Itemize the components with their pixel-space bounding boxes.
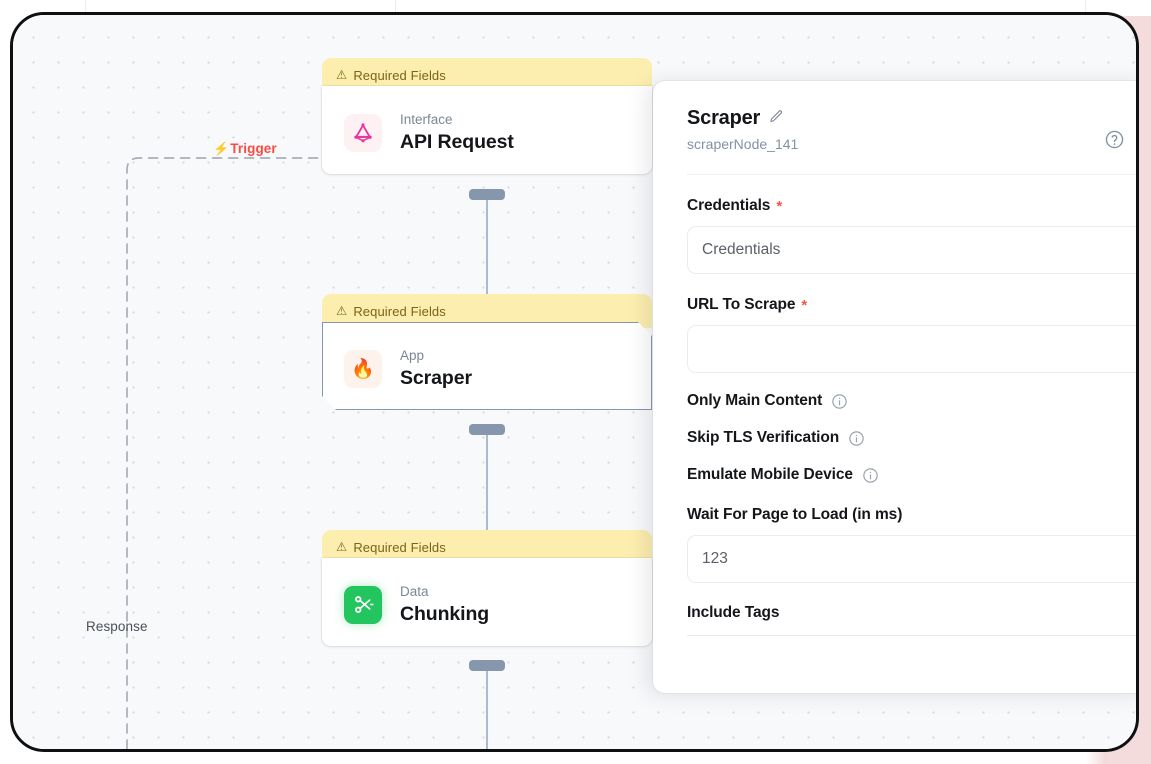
field-skip-tls-verification[interactable]: Skip TLS Verification (687, 429, 1136, 447)
field-label-url-to-scrape: URL To Scrape * (687, 296, 1136, 314)
info-circle-icon[interactable] (862, 467, 879, 484)
field-label-include-tags: Include Tags (687, 604, 1136, 622)
graphql-icon (344, 113, 382, 152)
warning-triangle-icon: ⚠ (336, 539, 348, 554)
chrome-hairline (395, 0, 396, 13)
info-circle-icon[interactable] (848, 430, 865, 447)
field-emulate-mobile-device[interactable]: Emulate Mobile Device (687, 466, 1136, 484)
node-body[interactable]: Data Chunking (322, 558, 652, 646)
edge-label-trigger: ⚡Trigger (213, 141, 277, 157)
node-handle-scraper-bottom[interactable] (469, 424, 505, 435)
node-title-label: API Request (400, 131, 514, 154)
chrome-hairline (1085, 0, 1086, 13)
panel-title-row: Scraper (687, 107, 1125, 130)
workflow-node-scraper[interactable]: ⚠ Required Fields 🔥 App Scraper (322, 294, 652, 410)
chrome-hairline (85, 0, 86, 13)
node-handle-api-bottom[interactable] (469, 189, 505, 200)
field-label-skip-tls-verification: Skip TLS Verification (687, 429, 840, 446)
panel-title: Scraper (687, 107, 761, 129)
panel-form: Credentials * Credentials URL To Scrape … (653, 197, 1136, 636)
node-title-label: Chunking (400, 603, 490, 626)
flame-glyph: 🔥 (351, 358, 375, 380)
field-label-text: Include Tags (687, 604, 780, 621)
info-circle-icon[interactable] (831, 393, 848, 410)
field-label-emulate-mobile-device: Emulate Mobile Device (687, 466, 853, 483)
node-body[interactable]: 🔥 App Scraper (322, 322, 652, 410)
field-include-tags: Include Tags (687, 604, 1136, 636)
flame-icon: 🔥 (344, 349, 382, 388)
field-url-to-scrape: URL To Scrape * (687, 296, 1136, 373)
panel-divider (687, 174, 1136, 175)
node-kind-label: Interface (400, 112, 453, 128)
node-warning-text: Required Fields (353, 303, 446, 319)
warning-triangle-icon: ⚠ (336, 67, 348, 82)
question-mark-circle-icon[interactable] (1104, 129, 1125, 150)
node-properties-panel: Scraper scraperNode_141 (653, 81, 1136, 693)
panel-node-id: scraperNode_141 (687, 136, 799, 152)
node-title-label: Scraper (400, 367, 472, 390)
node-warning-text: Required Fields (353, 67, 446, 83)
edge-label-response: Response (86, 619, 148, 634)
workflow-node-api-request[interactable]: ⚠ Required Fields (322, 58, 652, 174)
field-label-only-main-content: Only Main Content (687, 392, 823, 409)
app-frame: ⚡Trigger Response ⚠ Required Fields (10, 12, 1139, 752)
field-label-credentials: Credentials * (687, 197, 1136, 215)
required-asterisk: * (801, 296, 808, 314)
include-tags-input[interactable] (687, 635, 1136, 636)
node-kind-label: App (400, 348, 425, 364)
wait-for-page-to-load-input[interactable]: 123 (687, 535, 1136, 583)
lightning-bolt-icon: ⚡ (213, 141, 230, 156)
url-to-scrape-input[interactable] (687, 325, 1136, 373)
panel-header: Scraper scraperNode_141 (653, 81, 1136, 152)
field-label-text: Credentials (687, 197, 771, 214)
node-body[interactable]: Interface API Request (322, 86, 652, 174)
field-label-text: URL To Scrape (687, 296, 796, 313)
node-handle-chunking-bottom[interactable] (469, 660, 505, 671)
warning-triangle-icon: ⚠ (336, 303, 348, 318)
field-only-main-content[interactable]: Only Main Content (687, 392, 1136, 410)
node-warning-text: Required Fields (353, 539, 446, 555)
required-asterisk: * (776, 197, 783, 215)
field-label-text: Wait For Page to Load (in ms) (687, 506, 903, 523)
node-kind-label: Data (400, 584, 429, 600)
field-label-wait-for-page-to-load: Wait For Page to Load (in ms) (687, 506, 1136, 524)
edge-layer (126, 157, 488, 749)
workflow-node-chunking[interactable]: ⚠ Required Fields (322, 530, 652, 646)
scissors-icon (344, 585, 382, 624)
field-credentials: Credentials * Credentials (687, 197, 1136, 274)
pencil-icon[interactable] (769, 109, 784, 129)
field-wait-for-page-to-load: Wait For Page to Load (in ms) 123 (687, 506, 1136, 583)
credentials-input[interactable]: Credentials (687, 226, 1136, 274)
edge-label-trigger-text: Trigger (230, 141, 277, 156)
